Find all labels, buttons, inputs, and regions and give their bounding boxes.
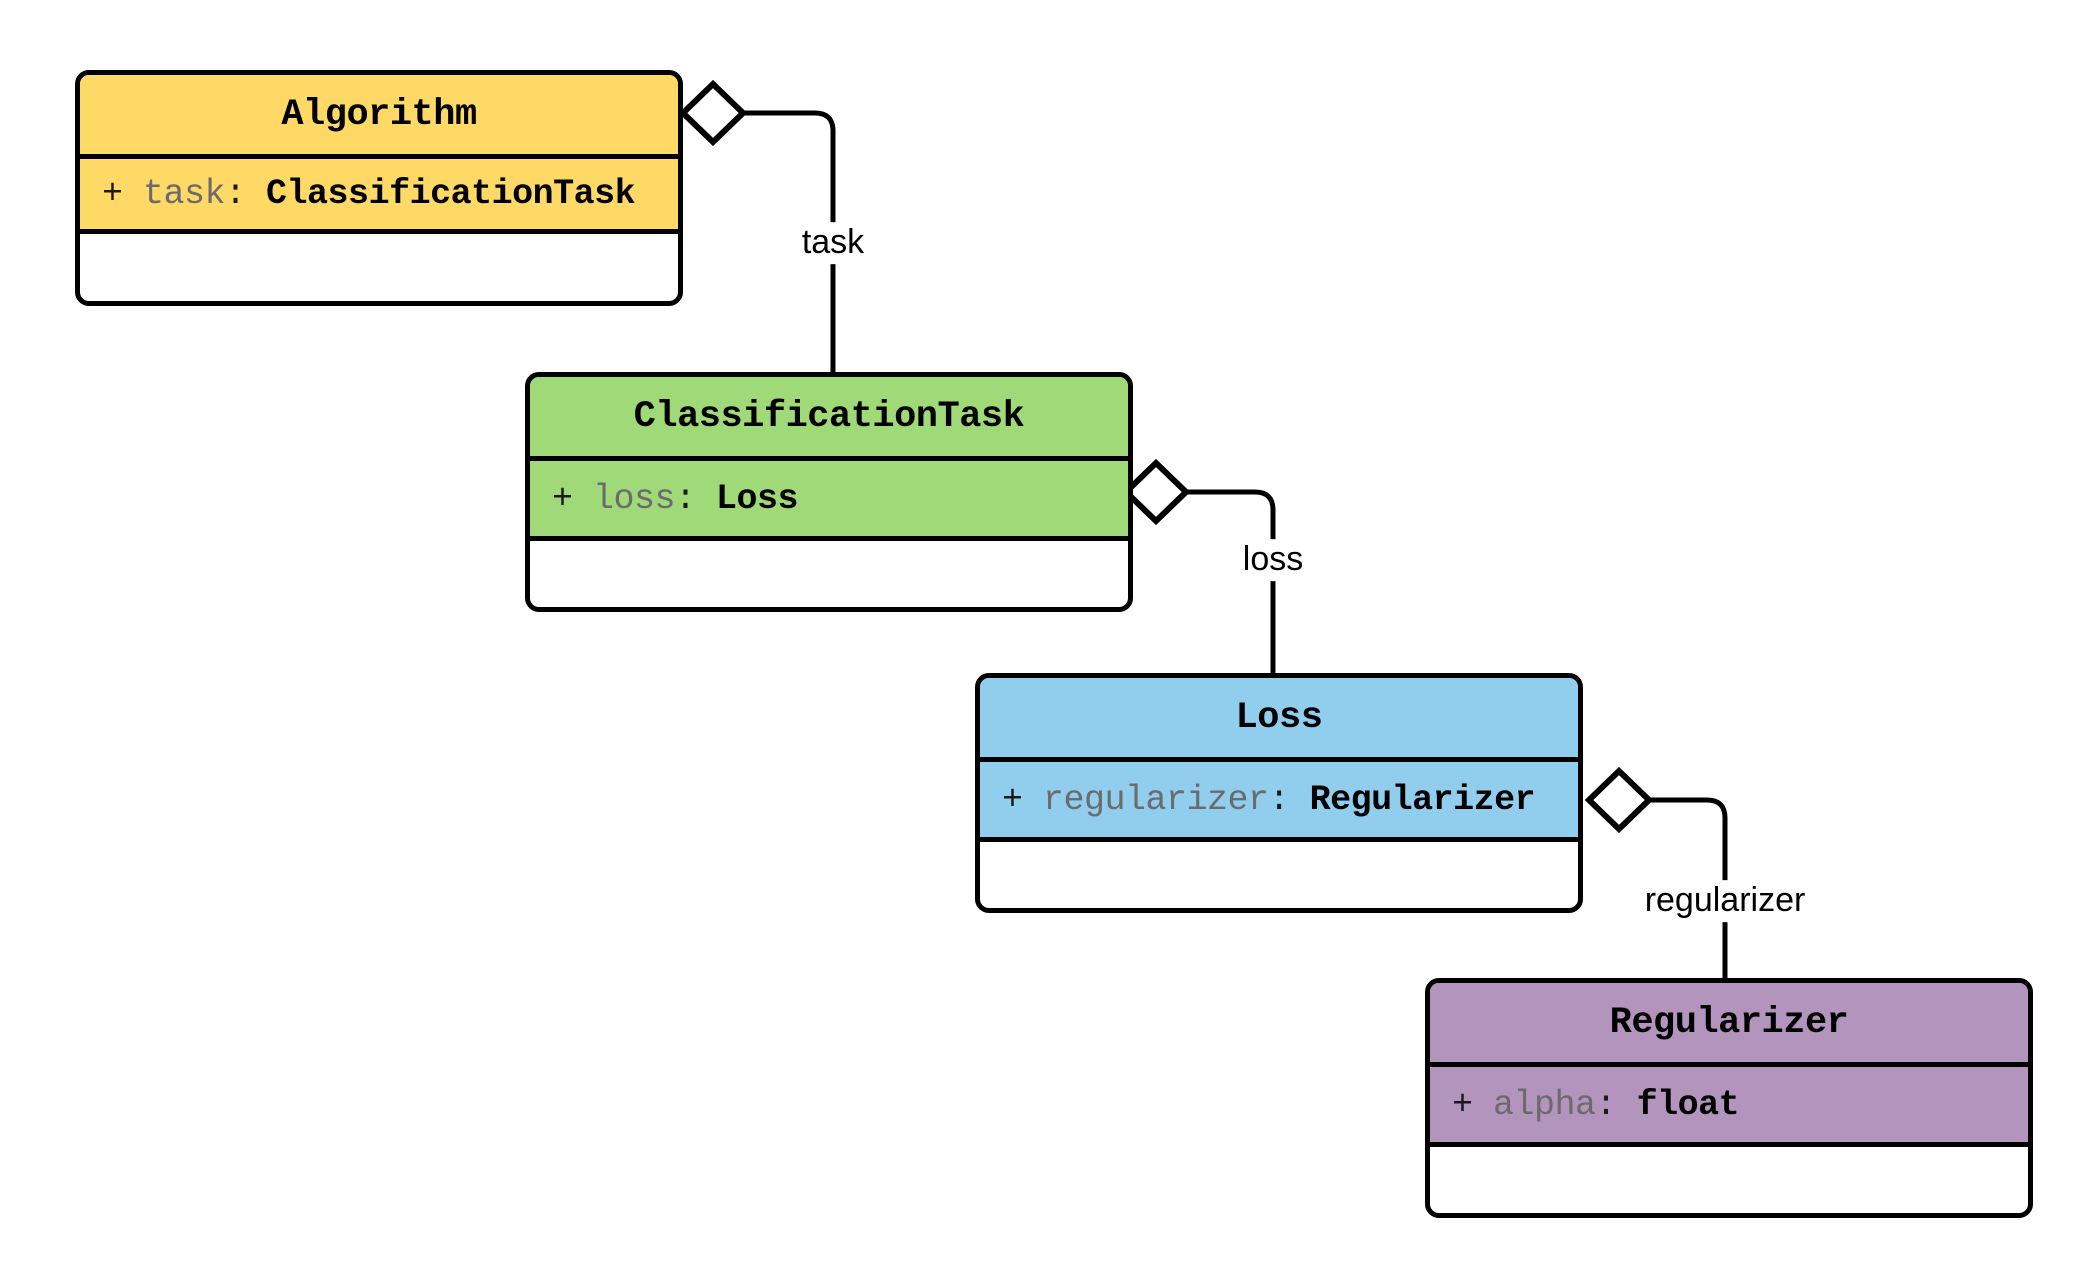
attribute-visibility: + xyxy=(1002,779,1044,820)
aggregation-diamond-task xyxy=(678,79,748,147)
attribute-visibility: + xyxy=(102,174,144,214)
class-box-classification-task[interactable]: ClassificationTask + loss: Loss xyxy=(525,372,1133,612)
class-attributes-algorithm: + task: ClassificationTask xyxy=(80,159,678,234)
class-box-regularizer[interactable]: Regularizer + alpha: float xyxy=(1425,978,2033,1218)
attribute-name: alpha xyxy=(1493,1084,1596,1125)
attribute-separator: : xyxy=(1595,1084,1637,1125)
edge-line-loss xyxy=(1186,489,1276,673)
attribute-separator: : xyxy=(1268,779,1310,820)
attribute-type: Loss xyxy=(716,478,799,519)
attribute-type: float xyxy=(1636,1084,1740,1125)
class-title-regularizer: Regularizer xyxy=(1430,983,2028,1067)
attribute-visibility: + xyxy=(552,478,594,519)
class-title-classification-task: ClassificationTask xyxy=(530,377,1128,461)
aggregation-diamond-loss xyxy=(1121,458,1191,526)
attribute-name: loss xyxy=(593,478,676,519)
attribute-name: regularizer xyxy=(1043,779,1269,820)
class-attributes-loss: + regularizer: Regularizer xyxy=(980,762,1578,842)
attribute-row: + task: ClassificationTask xyxy=(102,174,656,214)
edge-label-task: task xyxy=(794,222,872,264)
attribute-type: Regularizer xyxy=(1309,779,1536,820)
edge-label-loss: loss xyxy=(1235,539,1311,581)
attribute-separator: : xyxy=(675,478,717,519)
attribute-visibility: + xyxy=(1452,1084,1494,1125)
attribute-separator: : xyxy=(225,174,267,214)
class-box-algorithm[interactable]: Algorithm + task: ClassificationTask xyxy=(75,70,683,306)
class-attributes-regularizer: + alpha: float xyxy=(1430,1067,2028,1147)
aggregation-diamond-regularizer xyxy=(1584,766,1654,834)
class-title-algorithm: Algorithm xyxy=(80,75,678,159)
class-box-loss[interactable]: Loss + regularizer: Regularizer xyxy=(975,673,1583,913)
class-attributes-classification-task: + loss: Loss xyxy=(530,461,1128,541)
attribute-row: + regularizer: Regularizer xyxy=(1002,780,1556,820)
attribute-type: ClassificationTask xyxy=(266,174,636,214)
class-title-loss: Loss xyxy=(980,678,1578,762)
edge-label-regularizer: regularizer xyxy=(1637,880,1813,922)
attribute-name: task xyxy=(143,174,226,214)
attribute-row: + alpha: float xyxy=(1452,1085,2006,1125)
attribute-row: + loss: Loss xyxy=(552,479,1106,519)
